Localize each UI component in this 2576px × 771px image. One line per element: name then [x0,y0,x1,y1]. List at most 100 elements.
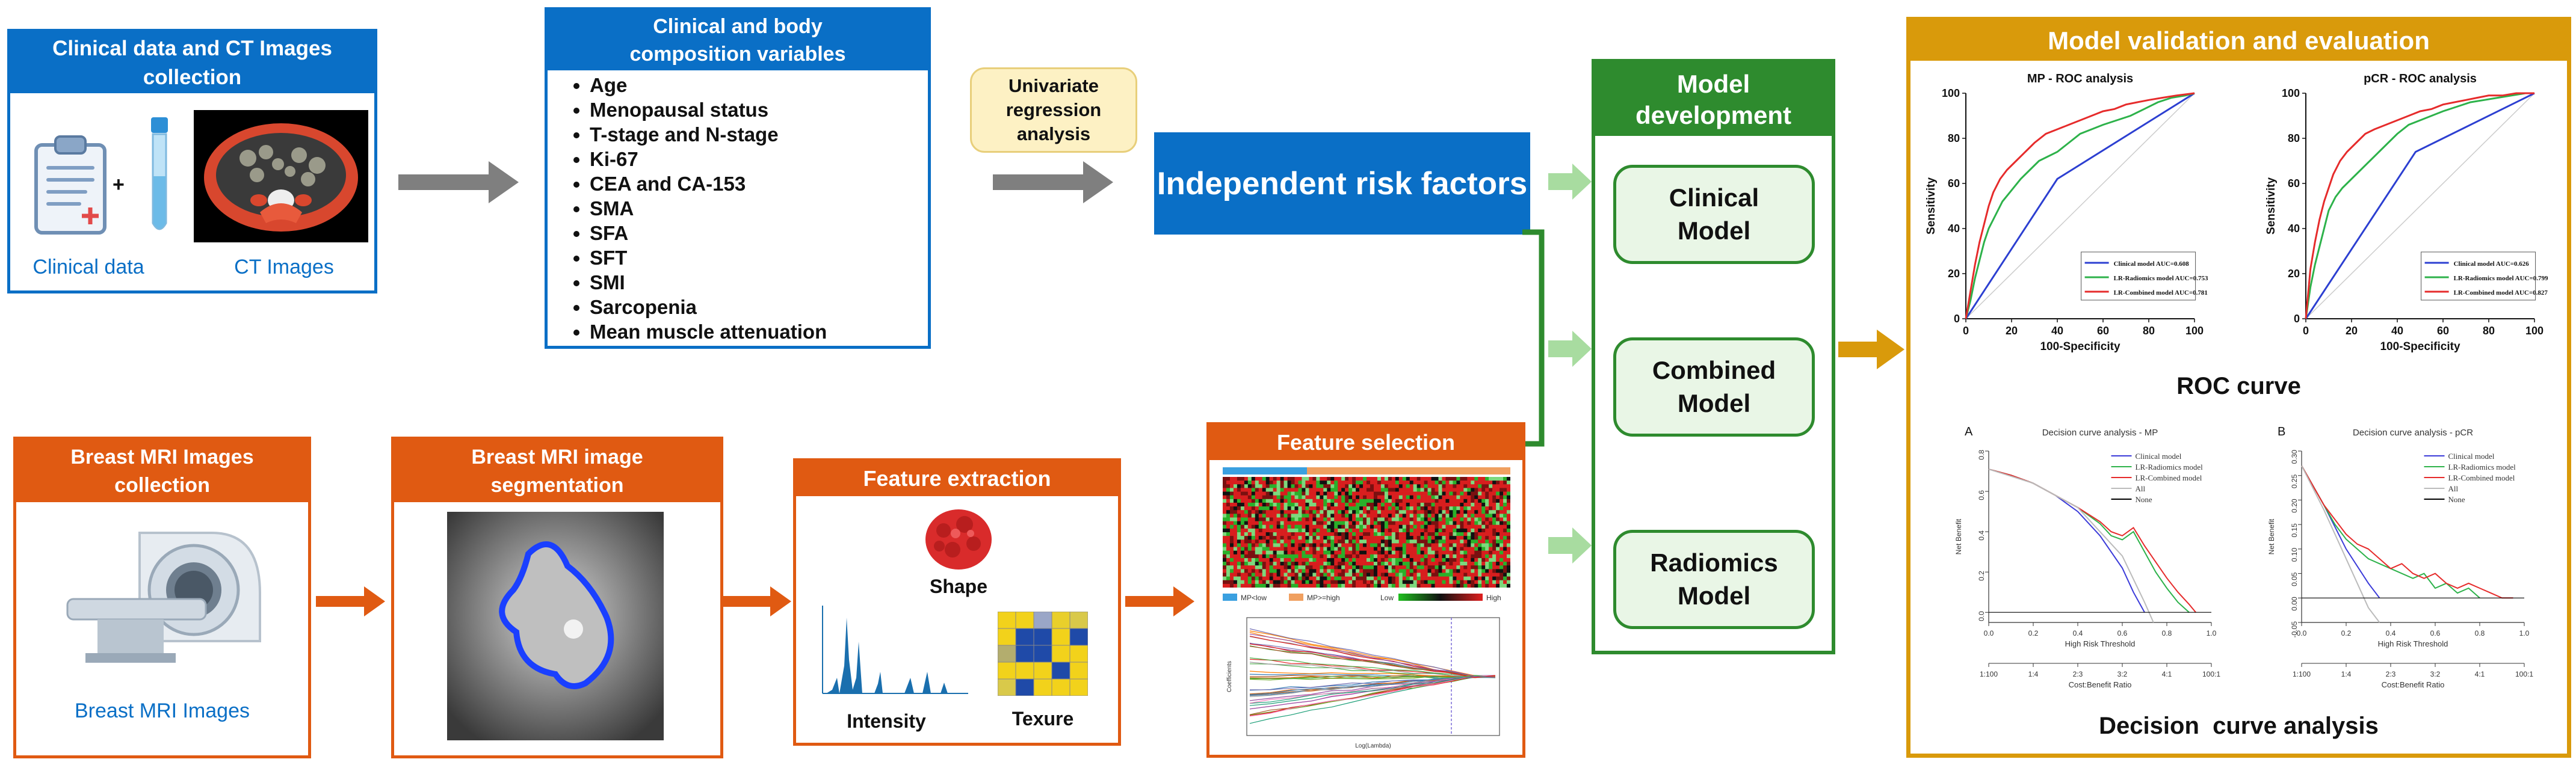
heatmap-cell [1320,506,1324,511]
heatmap-cell [1449,576,1453,581]
heatmap-cell [1481,576,1486,581]
heatmap-cell [1492,488,1496,492]
arrow-right-icon [316,586,385,616]
heatmap-cell [1496,517,1500,521]
heatmap-cell [1496,580,1500,585]
heatmap-cell [1363,488,1367,492]
heatmap-cell [1294,484,1299,488]
heatmap-cell [1388,583,1392,588]
heatmap-cell [1431,521,1435,526]
heatmap-cell [1283,576,1288,581]
heatmap-cell [1481,562,1486,566]
series-line [1988,468,2190,613]
heatmap-cell [1334,576,1338,581]
legend-label: LR-Combined model AUC=0.781 [2114,289,2208,296]
heatmap-cell [1237,481,1241,485]
heatmap-cell [1474,573,1478,577]
heatmap-cell [1413,558,1417,562]
legend-high: High [1486,594,1501,602]
heatmap-cell [1409,506,1413,511]
heatmap-cell [1496,583,1500,588]
heatmap-cell [1500,536,1504,540]
chart-title: Decision curve analysis - pCR [2353,428,2473,438]
series-line [1988,468,2145,613]
heatmap-cell [1276,547,1280,551]
heatmap-cell [1233,576,1238,581]
heatmap-cell [1359,569,1364,573]
heatmap-cell [1435,580,1439,585]
heatmap-cell [1276,499,1280,503]
heatmap-cell [1338,491,1342,496]
heatmap-cell [1388,543,1392,547]
heatmap-cell [1305,573,1309,577]
heatmap-cell [1302,565,1306,570]
heatmap-cell [1280,583,1284,588]
heatmap-cell [1240,539,1245,544]
legend-mp-high: MP>=high [1307,594,1340,602]
heatmap-cell [1413,528,1417,533]
heatmap-cell [1489,528,1493,533]
heatmap-cell [1309,562,1313,566]
heatmap-cell [1287,583,1291,588]
heatmap-cell [1485,481,1489,485]
heatmap-cell [1316,484,1320,488]
heatmap-cell [1413,580,1417,585]
heatmap-cell [1391,491,1396,496]
heatmap-cell [1384,481,1389,485]
heatmap-cell [1398,576,1403,581]
heatmap-cell [1226,569,1231,573]
heatmap-cell [1247,484,1252,488]
heatmap-cell [1223,558,1227,562]
heatmap-cell [1492,524,1496,529]
heatmap-cell [1492,495,1496,500]
variable-item: Menopausal status [590,97,928,122]
heatmap-cell [1398,569,1403,573]
heatmap-cell [1481,554,1486,559]
heatmap-cell [1251,502,1256,507]
heatmap-cell [1507,554,1510,559]
heatmap-cell [1223,488,1227,492]
heatmap-cell [1265,583,1270,588]
heatmap-cell [1416,569,1421,573]
heatmap-cell [1363,499,1367,503]
heatmap-cell [1294,491,1299,496]
heatmap-cell [1507,565,1510,570]
heatmap-cell [1294,510,1299,514]
heatmap-cell [1341,506,1345,511]
heatmap-cell [1481,532,1486,536]
heatmap-cell [1338,528,1342,533]
heatmap-cell [1294,580,1299,585]
heatmap-cell [1460,576,1464,581]
heatmap-cell [1474,495,1478,500]
heatmap-cell [1406,477,1410,481]
heatmap-cell [1356,550,1360,555]
heatmap-cell [1265,502,1270,507]
heatmap-cell [1416,528,1421,533]
heatmap-cell [1276,573,1280,577]
heatmap-cell [1345,517,1349,521]
heatmap-cell [1370,514,1374,518]
heatmap-cell [1471,517,1475,521]
heatmap-cell [1496,550,1500,555]
heatmap-cell [1327,506,1331,511]
heatmap-cell [1460,547,1464,551]
heatmap-cell [1291,514,1295,518]
heatmap-cell [1265,543,1270,547]
heatmap-cell [1431,491,1435,496]
heatmap-cell [1255,477,1259,481]
heatmap-cell [1330,558,1335,562]
heatmap-cell [1320,580,1324,585]
heatmap-cell [1244,539,1249,544]
heatmap-cell [1370,554,1374,559]
heatmap-cell [1223,524,1227,529]
heatmap-cell [1291,583,1295,588]
heatmap-cell [1356,576,1360,581]
heatmap-cell [1265,488,1270,492]
heatmap-cell [1442,554,1446,559]
heatmap-cell [1247,495,1252,500]
heatmap-cell [1463,580,1468,585]
heatmap-cell [1489,502,1493,507]
heatmap-cell [1316,565,1320,570]
heatmap-cell [1377,528,1382,533]
